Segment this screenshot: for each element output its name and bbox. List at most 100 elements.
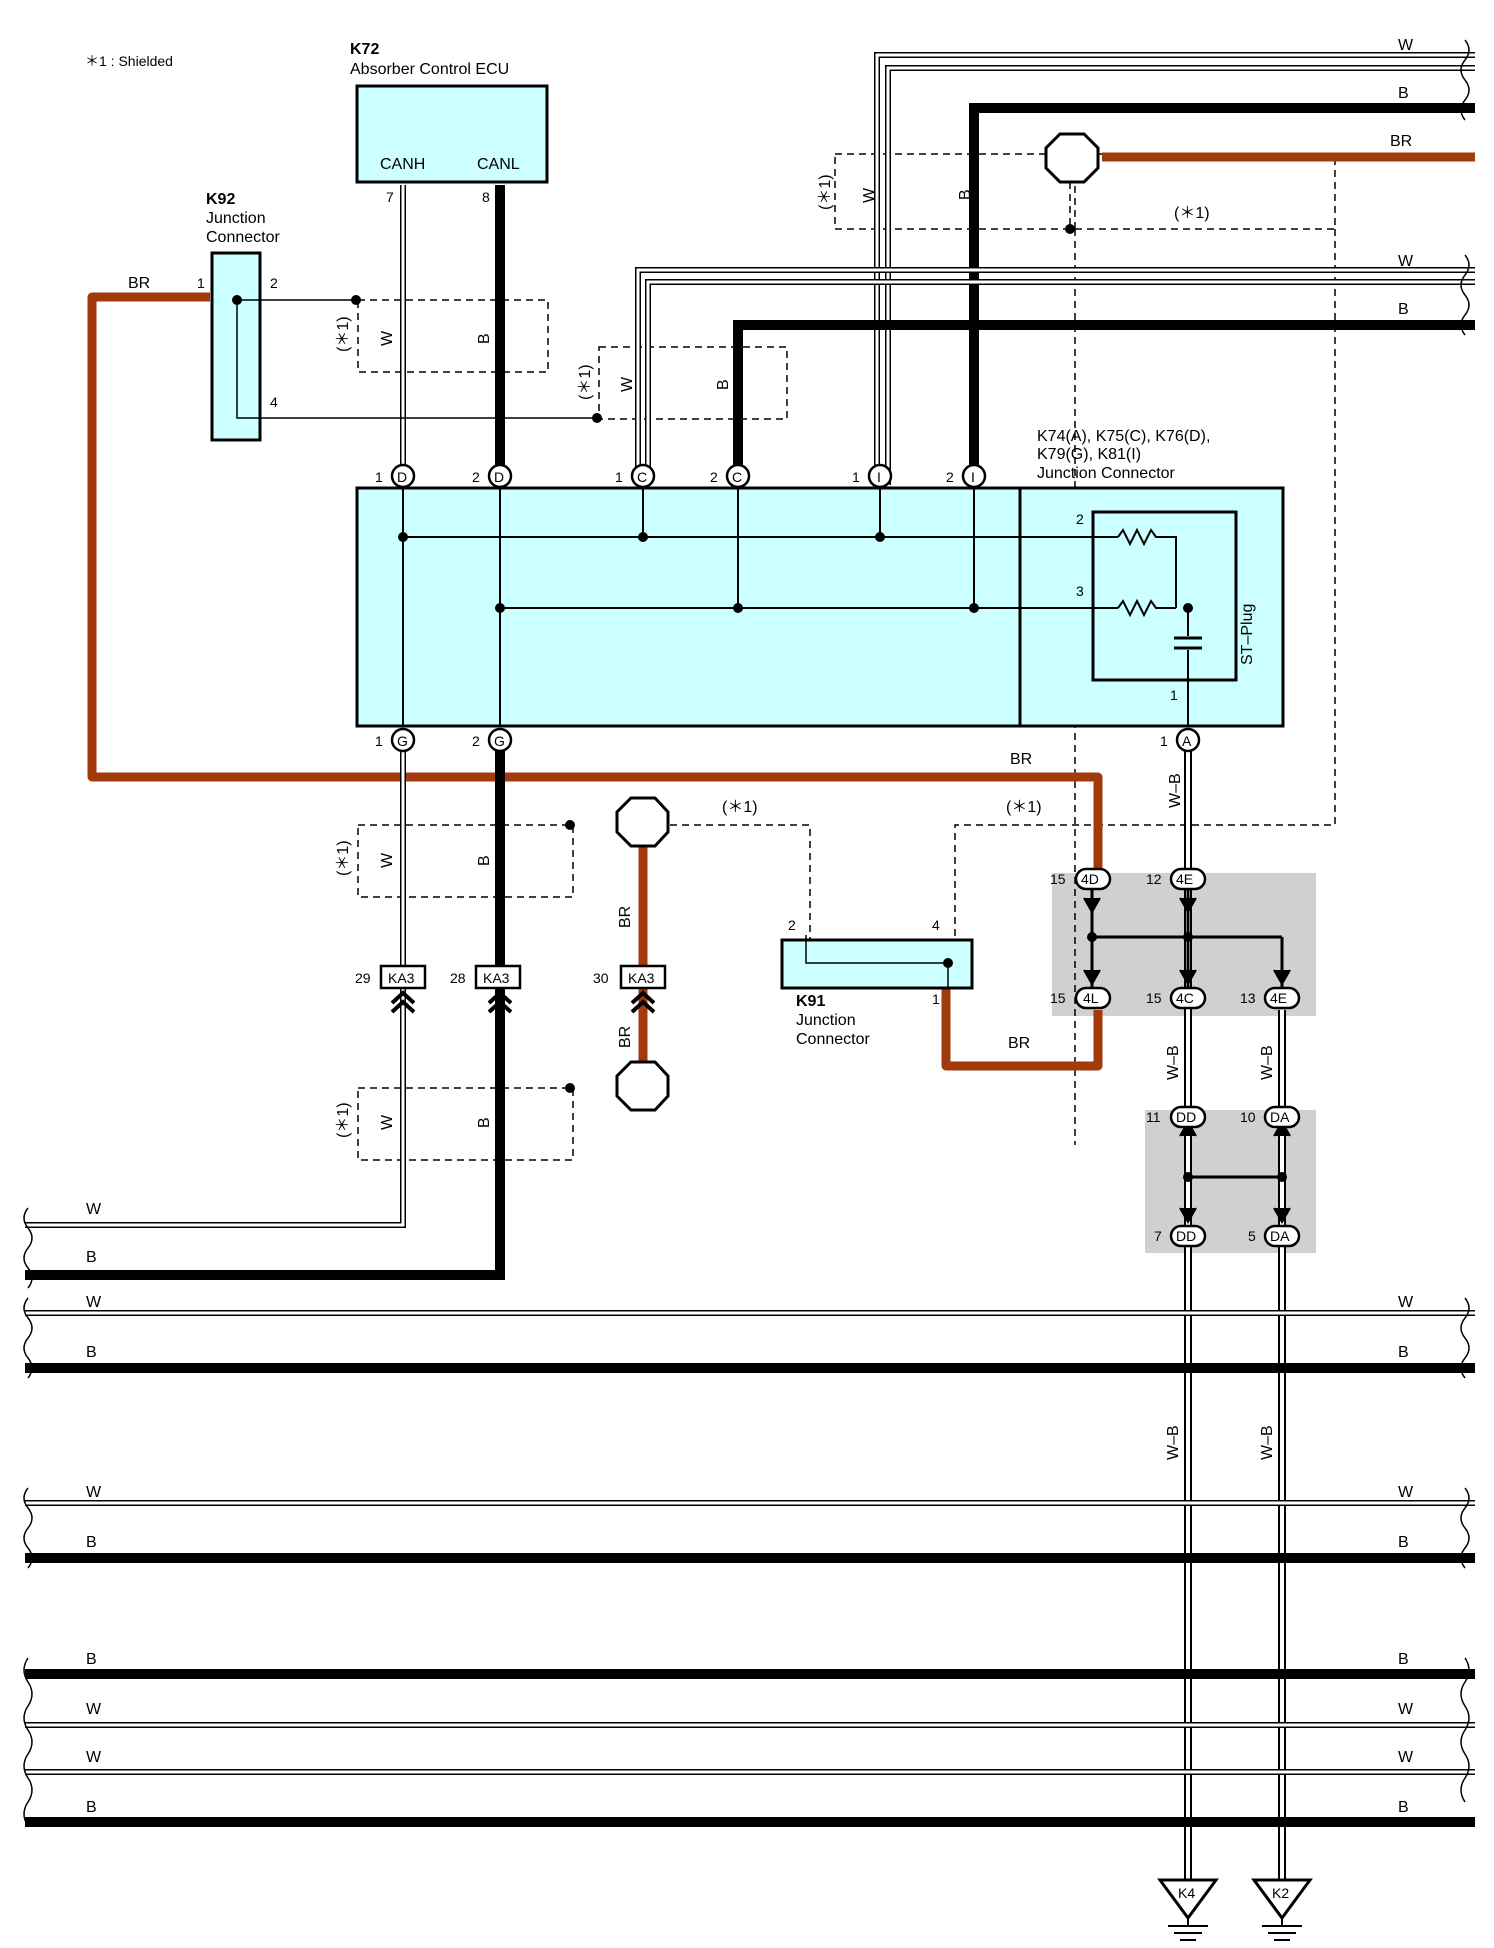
svg-text:2: 2 (472, 469, 480, 485)
svg-text:W: W (379, 1114, 396, 1130)
jc-internal-bus (398, 488, 1118, 726)
k91-id: K91 (796, 993, 825, 1010)
svg-text:W: W (1398, 1294, 1414, 1311)
svg-text:B: B (1398, 1651, 1409, 1668)
st-pin2: 2 (1076, 511, 1084, 527)
svg-text:BR: BR (1010, 751, 1032, 768)
svg-text:15: 15 (1050, 871, 1066, 887)
svg-text:W: W (86, 1749, 102, 1766)
svg-text:W: W (86, 1201, 102, 1218)
svg-text:B: B (1398, 1799, 1409, 1816)
svg-text:4C: 4C (1176, 990, 1194, 1006)
svg-text:DD: DD (1176, 1228, 1196, 1244)
svg-text:1: 1 (852, 469, 860, 485)
can-wires-ecu (400, 185, 505, 478)
svg-text:W–B: W–B (1167, 773, 1184, 808)
k91-pin4: 4 (932, 917, 940, 933)
svg-text:W: W (379, 330, 396, 346)
svg-text:W–B: W–B (1165, 1045, 1182, 1080)
svg-text:B: B (1398, 1344, 1409, 1361)
svg-text:B: B (1398, 301, 1409, 318)
wire-break-marks (23, 39, 1470, 1827)
svg-text:B: B (86, 1249, 97, 1266)
k91-pin2: 2 (788, 917, 796, 933)
svg-text:C: C (732, 469, 742, 485)
jc-line2: K79(G), K81(I) (1037, 446, 1141, 463)
svg-text:D: D (397, 469, 407, 485)
ecu-pin7: 7 (386, 189, 394, 205)
st-pin3: 3 (1076, 583, 1084, 599)
svg-text:B: B (1398, 85, 1409, 102)
svg-text:B: B (86, 1799, 97, 1816)
svg-text:I: I (971, 469, 975, 485)
svg-text:W: W (379, 852, 396, 868)
svg-text:2: 2 (710, 469, 718, 485)
wire-labels: W B BR W B (＊1) (＊1) W B (＊1) W B (＊1) W… (86, 37, 1414, 1816)
ecu-pin8: 8 (482, 189, 490, 205)
svg-text:W–B: W–B (1259, 1045, 1276, 1080)
svg-text:W: W (86, 1294, 102, 1311)
svg-text:W: W (1398, 1484, 1414, 1501)
svg-text:I: I (877, 469, 881, 485)
svg-text:G: G (397, 733, 408, 749)
svg-text:C: C (637, 469, 647, 485)
st-pin1: 1 (1170, 687, 1178, 703)
ecu-k72-box (355, 84, 549, 184)
st-plug-internals (1117, 527, 1202, 726)
svg-text:29: 29 (355, 970, 371, 986)
svg-text:W–B: W–B (1165, 1425, 1182, 1460)
k92-br-label: BR (128, 275, 150, 292)
bus-wires (25, 1310, 1475, 1827)
svg-text:2: 2 (472, 733, 480, 749)
svg-text:KA3: KA3 (628, 970, 655, 986)
svg-text:B: B (476, 855, 493, 866)
ecu-canl-label: CANL (477, 156, 520, 173)
jc-bottom-pins: G 1 G 2 A 1 (375, 727, 1201, 753)
ecu-canh-label: CANH (380, 156, 425, 173)
svg-text:DD: DD (1176, 1109, 1196, 1125)
svg-text:W–B: W–B (1259, 1425, 1276, 1460)
svg-text:10: 10 (1240, 1109, 1256, 1125)
svg-text:1: 1 (615, 469, 623, 485)
svg-text:B: B (86, 1344, 97, 1361)
ka3-connectors: KA3 29 KA3 28 KA3 30 (355, 964, 667, 1014)
svg-text:(＊1): (＊1) (335, 316, 352, 352)
svg-text:5: 5 (1248, 1228, 1256, 1244)
svg-text:4D: 4D (1081, 871, 1099, 887)
svg-text:(＊1): (＊1) (1174, 205, 1210, 222)
svg-text:(＊1): (＊1) (722, 799, 758, 816)
svg-text:W: W (86, 1701, 102, 1718)
svg-text:1: 1 (375, 469, 383, 485)
st-plug-box (1091, 510, 1238, 682)
svg-text:B: B (715, 379, 732, 390)
svg-text:15: 15 (1050, 990, 1066, 1006)
k92-pin1: 1 (197, 275, 205, 291)
svg-text:15: 15 (1146, 990, 1162, 1006)
svg-text:(＊1): (＊1) (817, 174, 834, 210)
ground-k2: K2 (1251, 1878, 1313, 1941)
svg-text:K4: K4 (1178, 1885, 1195, 1901)
svg-text:KA3: KA3 (388, 970, 415, 986)
k91-name1: Junction (796, 1012, 856, 1029)
svg-text:(＊1): (＊1) (577, 364, 594, 400)
jc-top-pins: D 1 D 2 C 1 C 2 I 1 I 2 (375, 463, 987, 489)
k92-pin4: 4 (270, 394, 278, 410)
svg-text:28: 28 (450, 970, 466, 986)
svg-text:1: 1 (375, 733, 383, 749)
svg-text:B: B (476, 1117, 493, 1128)
k92-box (210, 251, 262, 442)
svg-text:BR: BR (1008, 1035, 1030, 1052)
svg-text:BR: BR (1390, 133, 1412, 150)
st-plug-label: ST–Plug (1239, 604, 1256, 665)
jc-line1: K74(A), K75(C), K76(D), (1037, 428, 1210, 445)
svg-text:13: 13 (1240, 990, 1256, 1006)
k92-pin2: 2 (270, 275, 278, 291)
svg-text:DA: DA (1270, 1228, 1290, 1244)
br-wire-main (87, 292, 1103, 873)
shielded-note: ＊1 : Shielded (85, 53, 173, 69)
svg-text:(＊1): (＊1) (1006, 799, 1042, 816)
svg-text:B: B (86, 1651, 97, 1668)
svg-text:B: B (86, 1534, 97, 1551)
svg-text:B: B (957, 189, 974, 200)
svg-text:BR: BR (617, 906, 634, 928)
